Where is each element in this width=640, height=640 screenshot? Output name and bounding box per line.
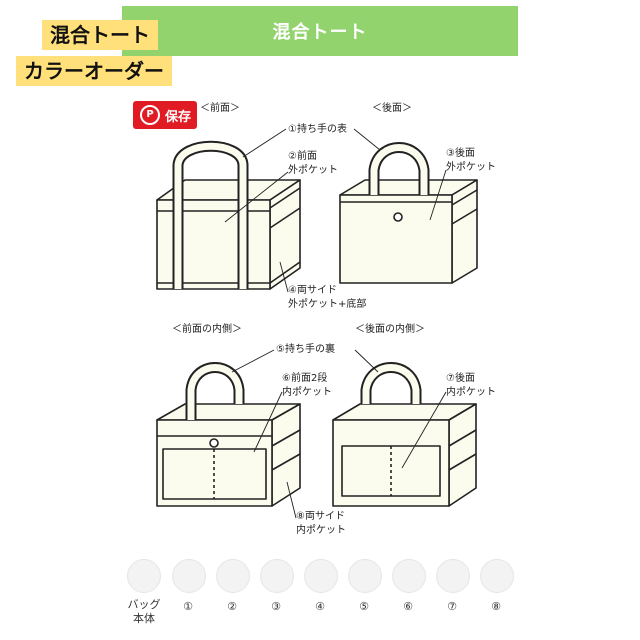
callout-7b: 内ポケット (446, 387, 496, 398)
tag-line-1: 混合トート (42, 20, 158, 50)
callout-2a: ②前面 (288, 151, 317, 162)
swatch-6[interactable] (392, 559, 426, 593)
swatch-label-3: ③ (271, 600, 281, 613)
save-label: 保存 (165, 109, 192, 125)
swatch-7[interactable] (436, 559, 470, 593)
page-banner: 混合トート (122, 6, 518, 56)
swatch-label-body-line1: バッグ (127, 598, 161, 611)
bag-back-inside-view (332, 362, 477, 507)
bag-back-view (339, 142, 478, 284)
leader-lines (224, 128, 447, 519)
swatch-label-7: ⑦ (447, 600, 457, 613)
bag-front-inside-view (156, 362, 301, 507)
callout-2b: 外ポケット (288, 165, 338, 176)
swatch-1[interactable] (172, 559, 206, 593)
callout-6b: 内ポケット (282, 387, 332, 398)
callout-1: ①持ち手の表 (288, 124, 347, 135)
pinterest-icon: P (140, 105, 160, 125)
callout-3b: 外ポケット (446, 162, 496, 173)
section-front-inside: ＜前面の内側＞ (172, 324, 242, 335)
callout-3a: ③後面 (446, 148, 475, 159)
tag-line-2: カラーオーダー (16, 56, 172, 86)
swatch-2[interactable] (216, 559, 250, 593)
swatch-5[interactable] (348, 559, 382, 593)
swatch-label-body-line2: 本体 (133, 612, 155, 625)
swatch-label-body: バッグ 本体 (122, 598, 166, 626)
bag-front-view (156, 140, 301, 290)
callout-7a: ⑦後面 (446, 373, 475, 384)
banner-title: 混合トート (272, 22, 368, 43)
section-front: ＜前面＞ (200, 103, 240, 114)
swatch-label-8: ⑧ (491, 600, 501, 613)
swatch-label-5: ⑤ (359, 600, 369, 613)
callout-6a: ⑥前面2段 (282, 373, 328, 384)
swatch-3[interactable] (260, 559, 294, 593)
swatch-label-6: ⑥ (403, 600, 413, 613)
callout-8a: ⑧両サイド (296, 511, 345, 522)
swatch-4[interactable] (304, 559, 338, 593)
callout-5: ⑤持ち手の裏 (276, 344, 335, 355)
swatch-label-1: ① (183, 600, 193, 613)
swatch-body[interactable] (127, 559, 161, 593)
section-back: ＜後面＞ (372, 103, 412, 114)
swatch-8[interactable] (480, 559, 514, 593)
pinterest-save-button[interactable]: P 保存 (133, 101, 197, 129)
callout-4b: 外ポケット+底部 (288, 299, 367, 310)
callout-8b: 内ポケット (296, 525, 346, 536)
callout-4a: ④両サイド (288, 285, 337, 296)
swatch-label-4: ④ (315, 600, 325, 613)
swatch-label-2: ② (227, 600, 237, 613)
section-back-inside: ＜後面の内側＞ (355, 324, 425, 335)
